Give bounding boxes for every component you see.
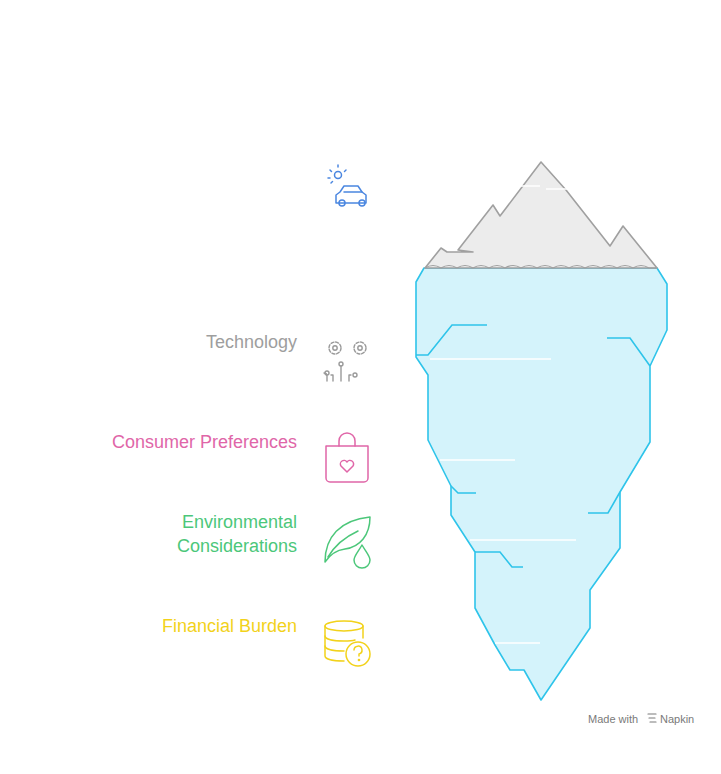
iceberg-highlights [430,359,576,643]
car-sun-icon [328,165,366,206]
waterline [425,266,657,269]
iceberg-underwater [416,268,667,700]
layer-label: Consumer Preferences [57,430,297,454]
layer-label: Technology [97,330,297,354]
shopping-bag-icon [326,433,368,482]
watermark-text: Made with [588,712,638,726]
layer-label: Environmental Considerations [147,510,297,558]
iceberg-cracks [416,325,650,567]
watermark-text: Napkin [660,712,694,726]
layer-label: Financial Burden [97,614,297,638]
leaf-drop-icon [325,517,370,568]
coins-question-icon [325,621,370,666]
napkin-logo [648,714,656,722]
technology-icon [324,342,366,381]
iceberg-tip [425,162,657,268]
tip-ridges [521,186,573,189]
